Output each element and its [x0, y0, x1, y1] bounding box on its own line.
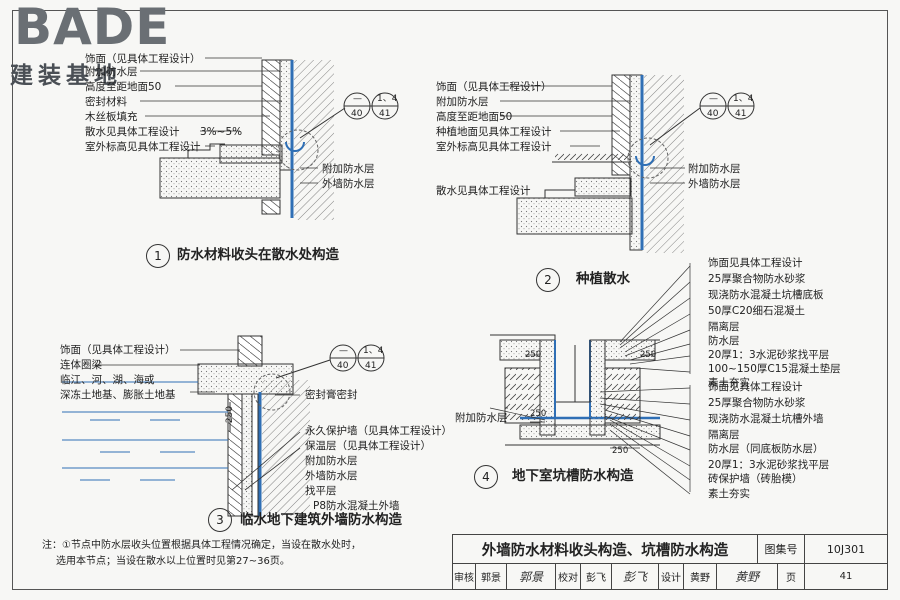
- brand-logo: BADE: [14, 0, 171, 56]
- d3-label-wall-waterproof: 外墙防水层: [305, 470, 358, 482]
- d4-top-label-8: 100~150厚C15混凝土垫层: [708, 363, 841, 375]
- detail2-drawing: [500, 74, 755, 253]
- d3-seal-label: 密封膏密封: [305, 389, 358, 401]
- checker-name: 彭飞: [580, 563, 612, 590]
- d4-top-label-7: 20厚1：3水泥砂浆找平层: [708, 349, 830, 361]
- drawing-title: 外墙防水材料收头构造、坑槽防水构造: [452, 534, 758, 564]
- designer-name: 黄野: [683, 563, 717, 590]
- d1-label-height: 高度至距地面50: [85, 81, 162, 93]
- d1-right-wall-waterproof: 外墙防水层: [322, 178, 375, 190]
- d3-label-concrete-wall: P8防水混凝土外墙: [313, 500, 400, 512]
- d1-number: 1: [146, 244, 170, 268]
- atlas-label: 图集号: [757, 534, 805, 564]
- d3-label-finish: 饰面（见具体工程设计）: [60, 344, 176, 356]
- detail4-drawing: [489, 263, 691, 495]
- d2-label-height: 高度至距地面50: [436, 111, 513, 123]
- d2-ref-left: 40: [707, 109, 719, 119]
- detail3-drawing: [62, 335, 385, 517]
- d4-left-label: 附加防水层: [455, 412, 508, 424]
- d1-label-finish: 饰面（见具体工程设计）: [85, 53, 201, 65]
- d1-ref-top: —: [353, 94, 362, 104]
- d4-dim-2: 250: [640, 350, 657, 360]
- d1-label-grade: 室外标高见具体工程设计: [85, 141, 201, 153]
- d2-right-extra-waterproof: 附加防水层: [688, 163, 741, 175]
- d1-label-apron: 散水见具体工程设计: [85, 126, 180, 138]
- d2-label-apron: 散水见具体工程设计: [436, 185, 531, 197]
- d4-bottom-label-1: 饰面见具体工程设计: [708, 381, 803, 393]
- d1-label-sealant: 密封材料: [85, 96, 127, 108]
- d4-dim-4: 250: [612, 446, 629, 456]
- d2-ref-top: —: [709, 94, 718, 104]
- d4-top-label-9: 素土夯实: [708, 377, 750, 389]
- d3-label-insulation: 保温层（见具体工程设计）: [305, 440, 431, 452]
- d1-label-extra-waterproof: 附加防水层: [85, 66, 138, 78]
- d2-ref-right: 41: [735, 109, 747, 119]
- d4-bottom-label-3: 现浇防水混凝土坑槽外墙: [708, 413, 824, 425]
- d2-label-planting: 种植地面见具体工程设计: [436, 126, 552, 138]
- reviewer-name: 郭景: [475, 563, 507, 590]
- brand-subtitle: 建装基地: [10, 63, 122, 89]
- d4-bottom-label-4: 隔离层: [708, 429, 740, 441]
- d1-slope: 3%~5%: [200, 126, 243, 138]
- d3-label-foundation: 深冻土地基、膨胀土地基: [60, 389, 176, 401]
- d4-caption: 地下室坑槽防水构造: [512, 468, 634, 484]
- d3-label-leveling: 找平层: [305, 485, 337, 497]
- d3-ref-right: 41: [365, 361, 377, 371]
- d3-ref-num: 1、4: [363, 346, 384, 356]
- d2-label-extra-waterproof: 附加防水层: [436, 96, 489, 108]
- design-label: 设计: [658, 563, 684, 590]
- d3-label-extra-waterproof: 附加防水层: [305, 455, 358, 467]
- d4-number: 4: [474, 465, 498, 489]
- d3-number: 3: [208, 508, 232, 532]
- d1-ref-left: 40: [351, 109, 363, 119]
- d4-bottom-label-2: 25厚聚合物防水砂浆: [708, 397, 806, 409]
- d1-ref-right: 41: [379, 109, 391, 119]
- review-label: 审核: [452, 563, 476, 590]
- designer-signature: 黄野: [716, 563, 778, 590]
- d3-label-protect-wall: 永久保护墙（见具体工程设计）: [305, 425, 452, 437]
- d4-top-label-2: 25厚聚合物防水砂浆: [708, 273, 806, 285]
- d3-label-waterside: 临江、河、湖、海或: [60, 374, 155, 386]
- d2-right-wall-waterproof: 外墙防水层: [688, 178, 741, 190]
- d1-right-extra-waterproof: 附加防水层: [322, 163, 375, 175]
- d4-top-label-5: 隔离层: [708, 321, 740, 333]
- page-number: 41: [804, 563, 888, 590]
- d4-dim-3: 250: [530, 409, 547, 419]
- d1-caption: 防水材料收头在散水处构造: [177, 247, 339, 263]
- reviewer-signature: 郭景: [506, 563, 556, 590]
- d2-ref-num: 1、4: [733, 94, 754, 104]
- d4-top-label-4: 50厚C20细石混凝土: [708, 305, 806, 317]
- sheet-border: [12, 10, 888, 590]
- note-line-2: 选用本节点；当设在散水以上位置时见第27~36页。: [56, 556, 290, 567]
- d4-top-label-6: 防水层: [708, 335, 740, 347]
- d2-number: 2: [536, 268, 560, 292]
- d2-caption: 种植散水: [576, 271, 630, 287]
- d4-top-label-1: 饰面见具体工程设计: [708, 257, 803, 269]
- d4-bottom-label-5: 防水层（同底板防水层）: [708, 443, 824, 455]
- title-block: 外墙防水材料收头构造、坑槽防水构造 图集号 10J301 审核 郭景 郭景 校对…: [452, 534, 888, 590]
- d4-bottom-label-7: 砖保护墙（砖胎模）: [708, 473, 803, 485]
- checker-signature: 彭飞: [611, 563, 659, 590]
- d4-bottom-label-6: 20厚1：3水泥砂浆找平层: [708, 459, 830, 471]
- d2-label-finish: 饰面（见具体工程设计）: [436, 81, 552, 93]
- atlas-number: 10J301: [804, 534, 888, 564]
- d1-ref-num: 1、4: [377, 94, 398, 104]
- page-label: 页: [777, 563, 805, 590]
- detail1-drawing: [140, 57, 399, 220]
- d3-label-ring-beam: 连体圈梁: [60, 359, 102, 371]
- d2-label-grade: 室外标高见具体工程设计: [436, 141, 552, 153]
- d4-dim-1: 250: [525, 350, 542, 360]
- d4-bottom-label-8: 素土夯实: [708, 488, 750, 500]
- note-line-1: 注：①节点中防水层收头位置根据具体工程情况确定，当设在散水处时，: [42, 540, 361, 551]
- check-label: 校对: [555, 563, 581, 590]
- d3-caption: 临水地下建筑外墙防水构造: [240, 512, 402, 528]
- d4-top-label-3: 现浇防水混凝土坑槽底板: [708, 289, 824, 301]
- d3-dim: 250: [225, 405, 236, 424]
- d3-ref-top: —: [339, 346, 348, 356]
- d1-label-fill: 木丝板填充: [85, 111, 138, 123]
- d3-ref-left: 40: [337, 361, 349, 371]
